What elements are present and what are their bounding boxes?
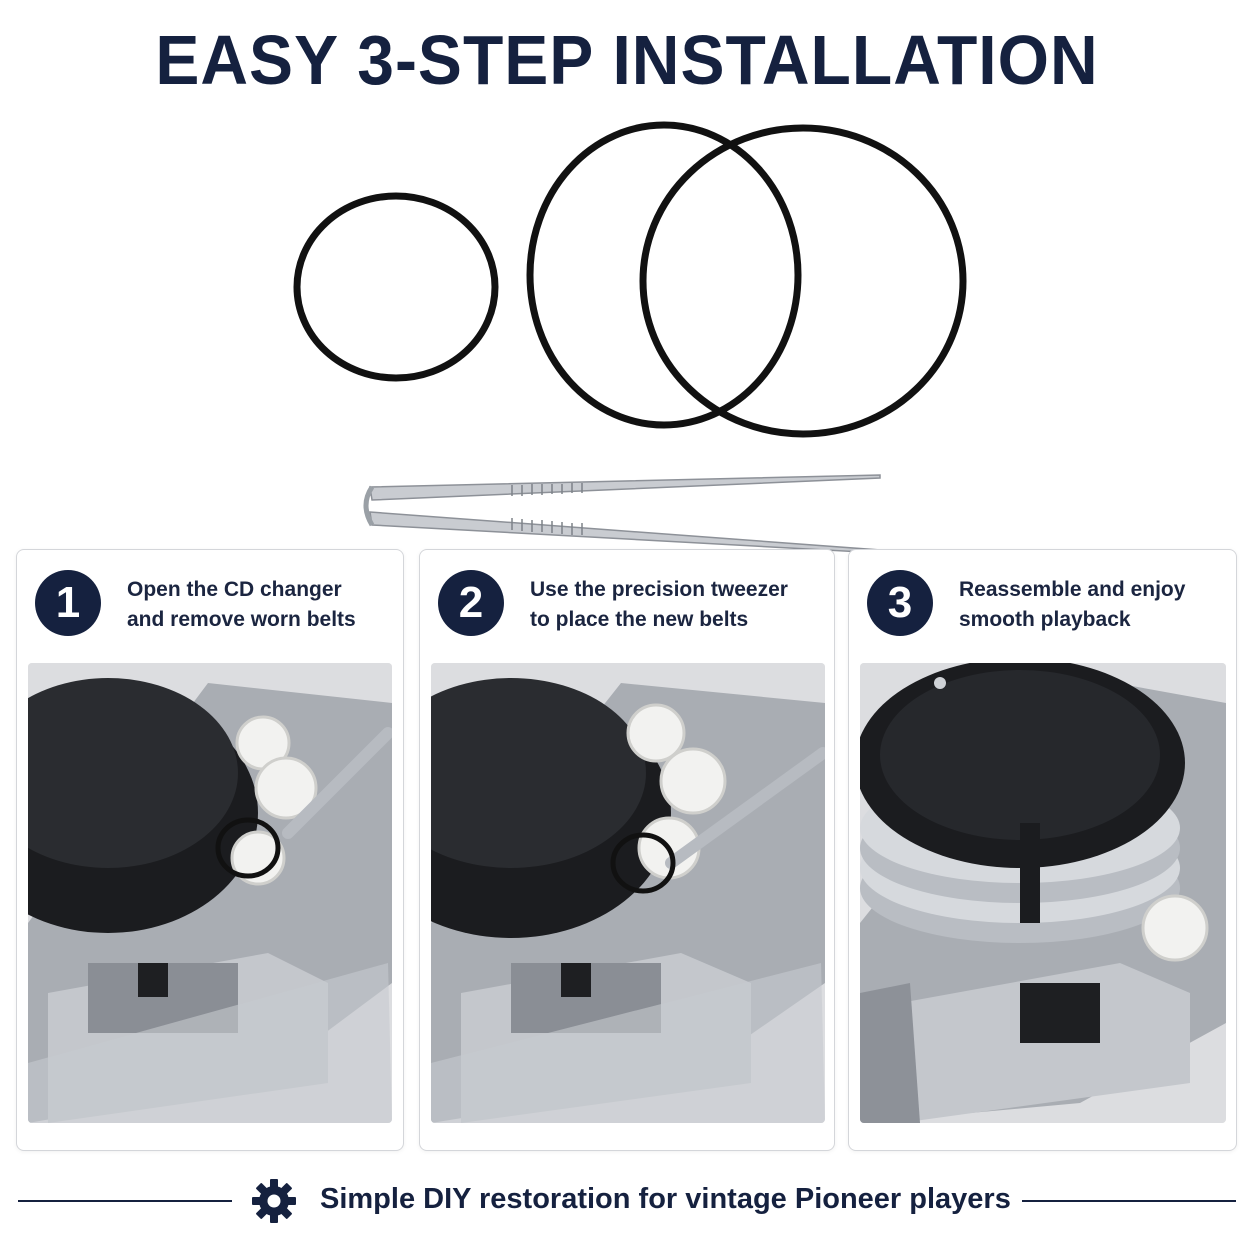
page-title: EASY 3-STEP INSTALLATION bbox=[155, 21, 1099, 99]
footer-divider-left bbox=[18, 1200, 232, 1202]
step-description: Reassemble and enjoy smooth playback bbox=[959, 578, 1186, 631]
step-number-badge: 3 bbox=[867, 570, 933, 636]
tweezer bbox=[363, 474, 881, 554]
step-photo bbox=[28, 663, 392, 1123]
gear-icon bbox=[250, 1177, 298, 1225]
step-card-2: 2 Use the precision tweezer to place the… bbox=[419, 549, 835, 1151]
step-photo bbox=[431, 663, 825, 1123]
small-belt bbox=[293, 192, 499, 382]
step-card-3: 3 Reassemble and enjoy smooth playback bbox=[848, 549, 1237, 1151]
step-description: Use the precision tweezer to place the n… bbox=[530, 578, 788, 631]
step-number-badge: 2 bbox=[438, 570, 504, 636]
step-number-badge: 1 bbox=[35, 570, 101, 636]
step-photo bbox=[860, 663, 1226, 1123]
step-card-1: 1 Open the CD changer and remove worn be… bbox=[16, 549, 404, 1151]
large-belt-left bbox=[526, 121, 802, 429]
footer-divider-right bbox=[1022, 1200, 1236, 1202]
step-description: Open the CD changer and remove worn belt… bbox=[127, 578, 356, 631]
product-image bbox=[0, 100, 1254, 560]
footer-text: Simple DIY restoration for vintage Pione… bbox=[320, 1183, 1011, 1215]
large-belt-right bbox=[639, 124, 967, 438]
